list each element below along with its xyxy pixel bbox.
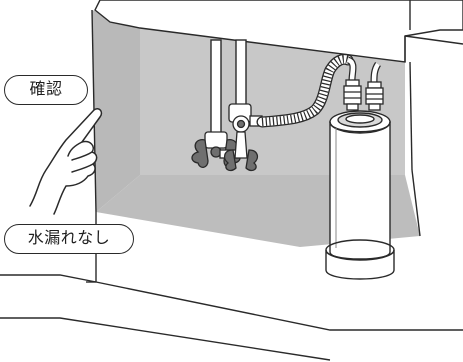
- filter-cartridge: [326, 111, 394, 279]
- pointing-hand: [30, 109, 101, 214]
- no-leak-label: 水漏れなし: [4, 224, 134, 254]
- check-label: 確認: [4, 75, 88, 105]
